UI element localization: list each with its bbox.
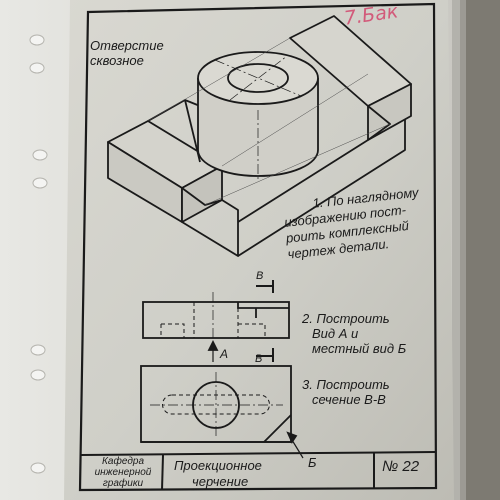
stamp-department-line: графики [102, 478, 144, 489]
hole-note: Отверстие сквозное [90, 39, 164, 67]
stamp-number: № 22 [382, 458, 420, 475]
stamp-subject: Проекционное черчение [174, 459, 262, 488]
task-2-line: местный вид Б [312, 341, 407, 356]
hole-note-line: Отверстие [90, 38, 164, 53]
section-b-top-label: В [256, 270, 264, 282]
sleeve-right-edge [452, 0, 466, 500]
stamp-department: Кафедра инженерной графики [85, 457, 161, 489]
top-view [140, 365, 304, 459]
task-2-line: Вид А и [312, 326, 359, 341]
task-3-line: 3. Построить [302, 377, 390, 392]
task-3: 3. Построить сечение В-В [302, 378, 390, 406]
stamp-subject-line: Проекционное [174, 458, 262, 473]
binder-holes [29, 34, 48, 474]
task-2-line: 2. Построить [302, 311, 390, 326]
paper-sheet [64, 0, 454, 500]
isometric-view [107, 15, 412, 257]
front-view [142, 280, 290, 362]
task-3-line: сечение В-В [312, 392, 386, 407]
view-b-label: Б [308, 455, 317, 470]
title-block [80, 451, 436, 491]
stamp-subject-line: черчение [192, 474, 249, 489]
stamp-department-line: инженерной [94, 467, 152, 478]
section-b-bottom-label: В [255, 353, 263, 365]
hole-note-line: сквозное [90, 53, 144, 68]
task-2: 2. Построить Вид А и местный вид Б [302, 312, 406, 355]
drawing-frame [78, 2, 438, 492]
stamp-department-line: Кафедра [101, 456, 145, 467]
view-a-label: А [220, 347, 229, 361]
